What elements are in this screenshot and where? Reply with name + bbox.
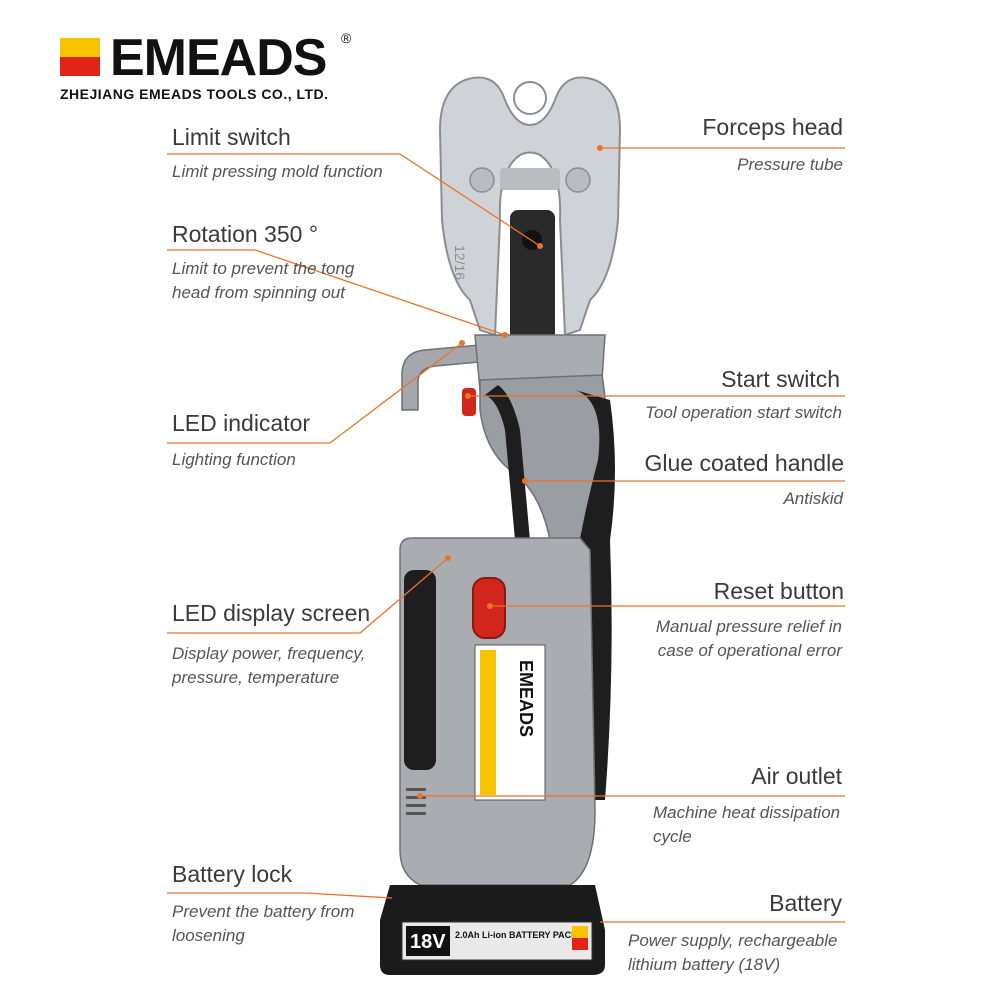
callout-air-outlet-desc-line1: Machine heat dissipation [653,803,841,822]
brand-logo: EMEADS ® ZHEJIANG EMEADS TOOLS CO., LTD. [60,30,360,110]
leader-limit-switch [167,153,541,247]
callout-start-switch-title: Start switch [721,366,840,392]
callout-limit-switch-desc: Limit pressing mold function [172,162,383,181]
leader-rotation [167,249,506,336]
press-tool-illustration: 12/16 EMEADS 18V 2.0Ah Li-ion BATTERY PA… [380,76,622,975]
leader-led-display [167,557,449,634]
callout-led-indicator-desc: Lighting function [172,450,296,469]
battery-voltage-text: 18V [410,931,446,953]
logo-mark [60,38,100,76]
callout-led-indicator-title: LED indicator [172,410,311,436]
leader-battery-lock [167,892,393,899]
callout-handle-title: Glue coated handle [644,450,845,476]
callout-led-display-desc-line2: pressure, temperature [172,668,340,687]
callout-limit-switch-title: Limit switch [172,124,291,150]
callout-air-outlet-desc: Machine heat dissipation cycle [653,801,840,849]
brand-name: EMEADS [110,29,327,87]
callout-rotation-desc-line2: head from spinning out [172,283,345,302]
callout-battery-lock-title: Battery lock [172,861,293,887]
callout-led-display-desc-line1: Display power, frequency, [172,644,366,663]
leader-led-indicator [167,342,463,444]
callout-battery-desc-line2: lithium battery (18V) [628,955,781,974]
company-name: ZHEJIANG EMEADS TOOLS CO., LTD. [60,86,329,102]
callout-air-outlet-title: Air outlet [751,763,842,789]
handle-grip [485,385,530,540]
callout-reset-button-desc-line2: case of operational error [657,641,842,660]
callout-reset-button-desc-line1: Manual pressure relief in [655,617,842,636]
air-outlet [406,788,426,815]
label-brand-text: EMEADS [516,660,536,737]
logo-mark-yellow [60,38,100,57]
callout-battery-lock-desc: Prevent the battery from loosening [172,900,354,948]
callout-battery-desc-line1: Power supply, rechargeable [628,931,838,950]
callout-battery-lock-desc-line1: Prevent the battery from [172,902,355,921]
callout-battery-title: Battery [769,890,842,916]
logo-mark-red [60,57,100,76]
callout-rotation-desc: Limit to prevent the tong head from spin… [172,257,354,305]
callout-reset-button-title: Reset button [713,578,844,604]
warning-label: EMEADS [474,644,546,801]
callout-rotation-title: Rotation 350 ° [172,221,319,247]
callout-battery-desc: Power supply, rechargeable lithium batte… [628,929,837,977]
callout-air-outlet-desc-line2: cycle [653,827,692,846]
callout-forceps-head-title: Forceps head [702,114,843,140]
callout-handle-desc: Antiskid [783,489,843,508]
callout-battery-lock-desc-line2: loosening [172,926,245,945]
callout-led-display-desc: Display power, frequency, pressure, temp… [172,642,365,690]
callout-reset-button-desc: Manual pressure relief in case of operat… [656,615,842,663]
battery-pack: 18V 2.0Ah Li-ion BATTERY PACK [380,885,605,975]
forceps-head: 12/16 [438,76,622,337]
battery-pack-text: 2.0Ah Li-ion BATTERY PACK [455,930,578,940]
callout-led-display-title: LED display screen [172,600,371,626]
callout-start-switch-desc: Tool operation start switch [645,403,842,422]
callout-forceps-head-desc: Pressure tube [737,155,843,174]
registered-mark: ® [341,30,352,46]
callout-rotation-desc-line1: Limit to prevent the tong [172,259,355,278]
jaw-size-text: 12/16 [452,245,468,280]
